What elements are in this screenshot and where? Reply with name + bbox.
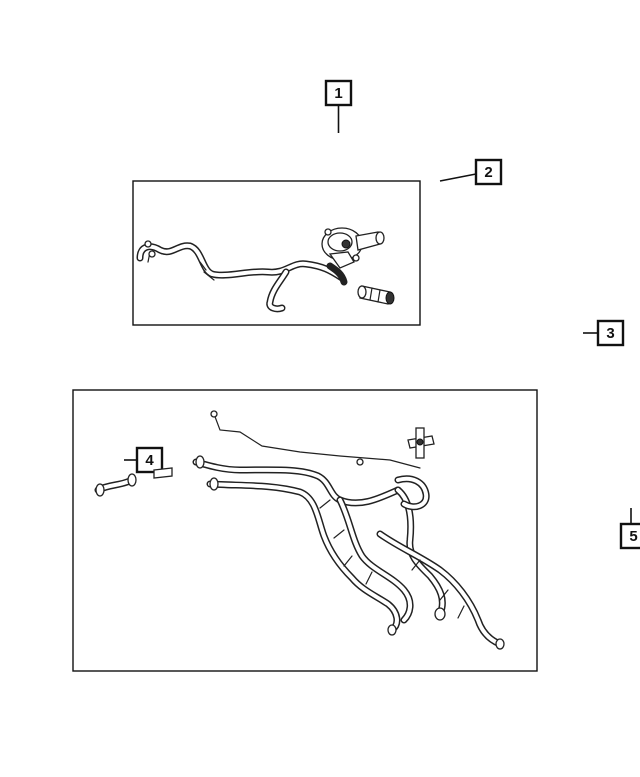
- callout-2-box: [474, 158, 503, 186]
- callout-1[interactable]: 1: [324, 79, 353, 133]
- upper-assembly: [132, 180, 421, 326]
- callout-5-box: [619, 522, 640, 550]
- callout-2[interactable]: 2: [439, 158, 503, 186]
- heater-hose-harness[interactable]: [192, 410, 505, 650]
- callout-5-label: 5: [629, 528, 637, 545]
- small-hose[interactable]: [94, 467, 173, 497]
- upper-frame: [132, 180, 421, 326]
- callout-1-label: 1: [334, 85, 342, 102]
- lower-frame: [72, 389, 538, 672]
- tee-fitting[interactable]: [407, 427, 435, 459]
- callout-3-label: 3: [606, 325, 614, 342]
- callout-2-label: 2: [484, 164, 492, 181]
- lower-assembly: [72, 389, 538, 672]
- callout-3[interactable]: 3: [583, 319, 625, 347]
- callout-4-label: 4: [145, 452, 154, 469]
- hose-connector[interactable]: [326, 262, 395, 305]
- callout-4[interactable]: 4: [124, 446, 164, 474]
- water-pump[interactable]: [321, 227, 385, 269]
- callout-2-leader: [439, 173, 477, 182]
- callout-5[interactable]: 5: [619, 508, 640, 550]
- coolant-hose-upper[interactable]: [136, 240, 346, 313]
